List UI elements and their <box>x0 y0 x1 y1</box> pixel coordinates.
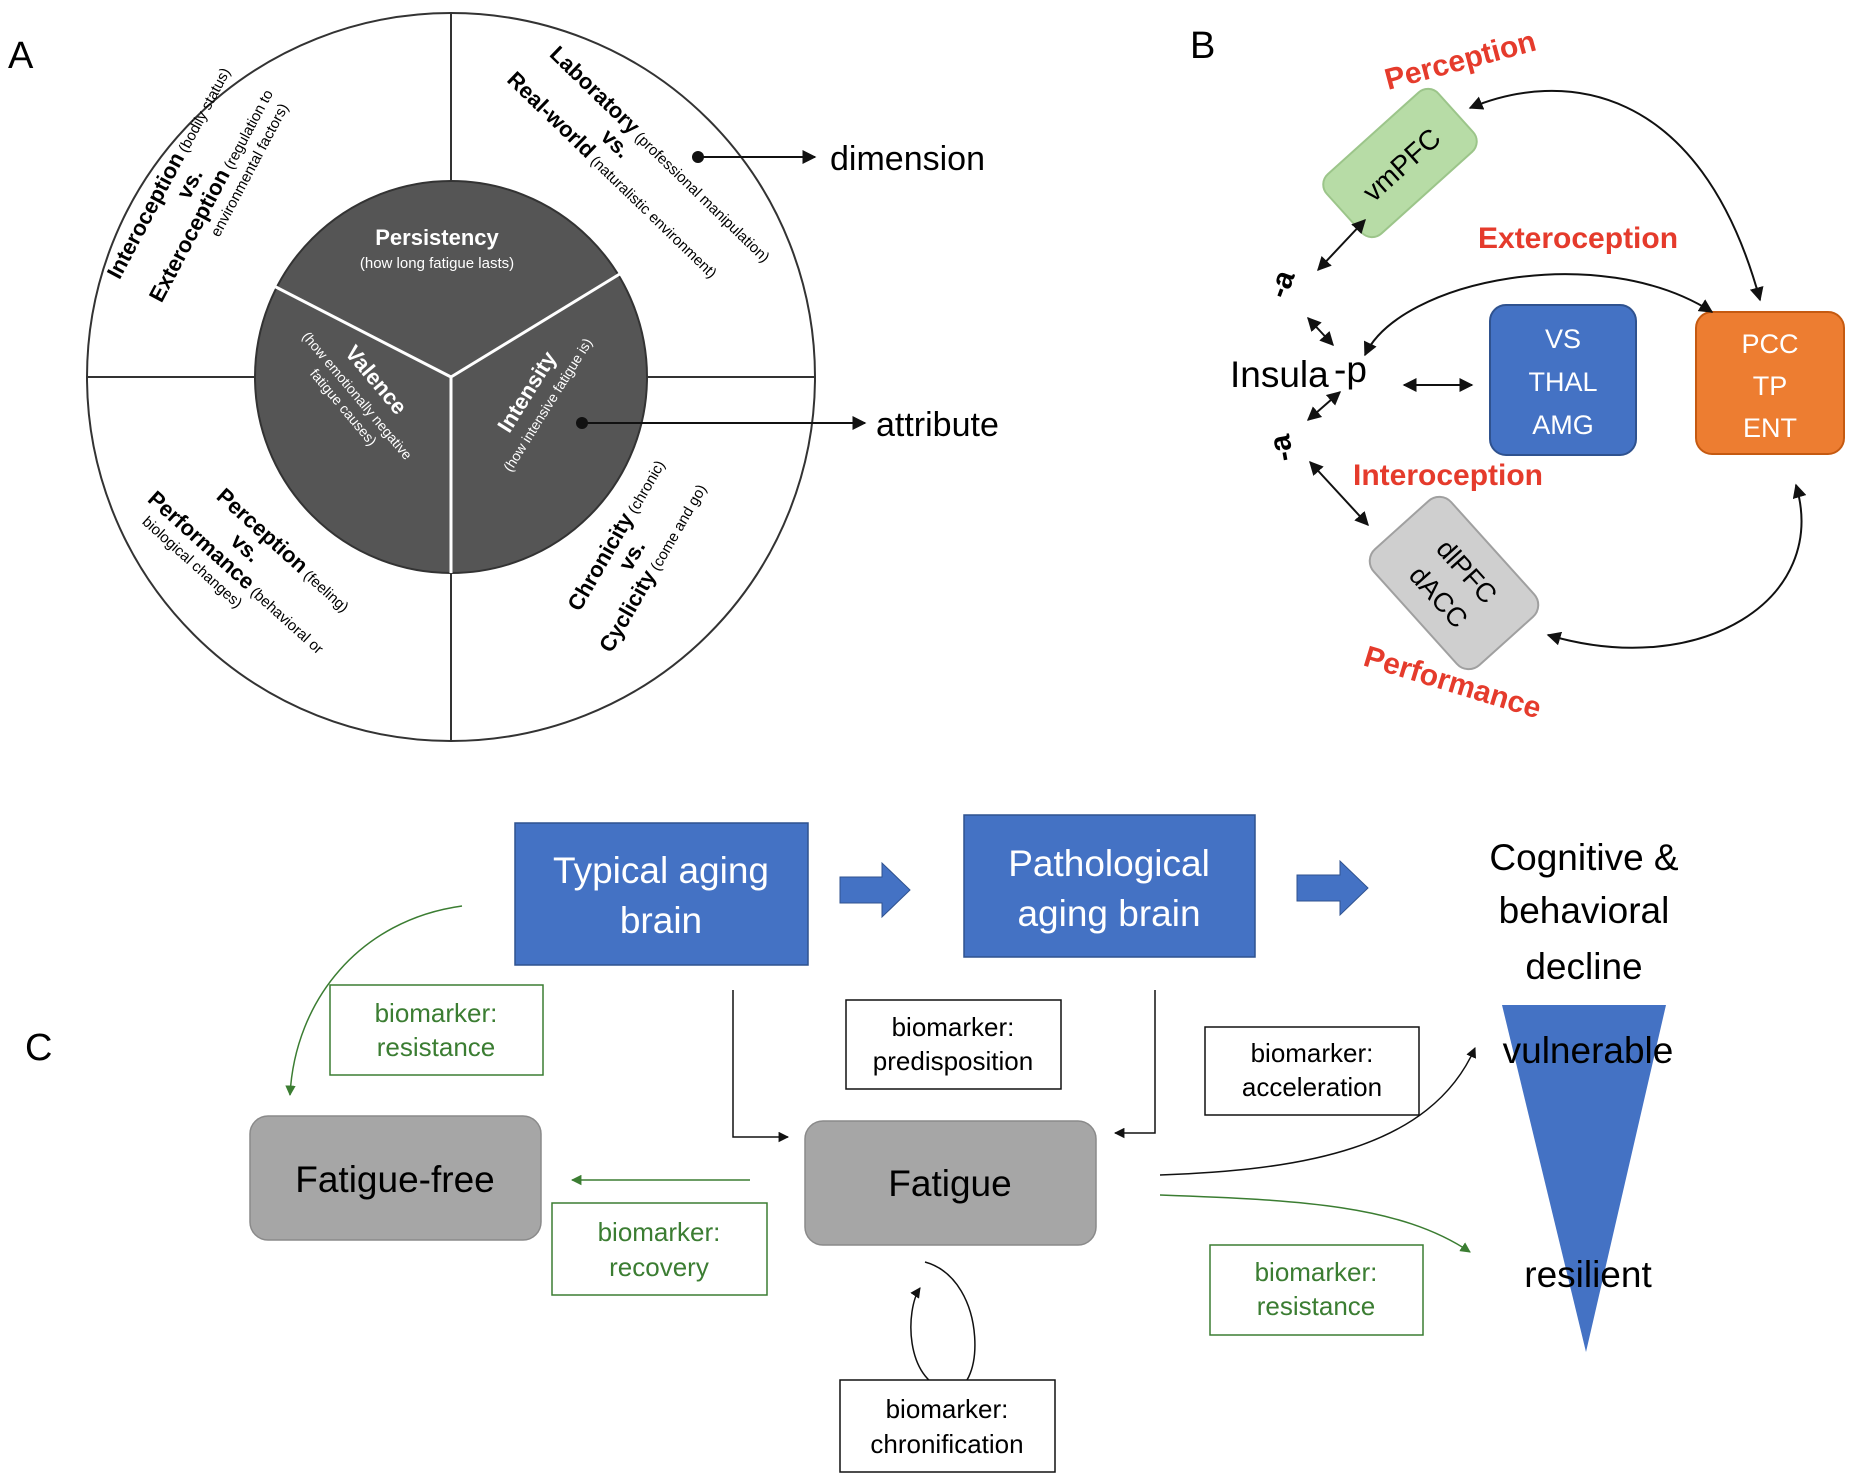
dimension-label: dimension <box>830 140 985 178</box>
prefrontal-box <box>1368 495 1540 671</box>
arrow-insula-prefrontal <box>1309 460 1369 527</box>
vulnerable-label: vulnerable <box>1503 1030 1674 1071</box>
subcortical-line-1: VS <box>1545 324 1581 354</box>
insula-p-label: -p <box>1334 349 1367 390</box>
posterior-line-2: TP <box>1753 371 1788 401</box>
typical-aging-line-1: Typical aging <box>553 850 769 891</box>
biomarker-acceleration-line-2: acceleration <box>1242 1072 1382 1102</box>
insula-a-bottom: -a <box>1263 432 1300 464</box>
perception-red-label: Perception <box>1381 25 1539 97</box>
biomarker-recovery-line-1: biomarker: <box>598 1217 721 1247</box>
biomarker-recovery-line-2: recovery <box>609 1252 709 1282</box>
exteroception-red-label: Exteroception <box>1478 222 1678 255</box>
fatigue-free-label: Fatigue-free <box>295 1159 495 1200</box>
decline-line-2: behavioral <box>1499 890 1670 931</box>
typical-aging-box <box>514 822 809 966</box>
biomarker-resistance-top-line-1: biomarker: <box>375 998 498 1028</box>
fatigue-box <box>804 1120 1097 1246</box>
biomarker-predisposition-box <box>845 999 1062 1090</box>
pathological-aging-box <box>963 814 1256 958</box>
fatigue-free-box <box>249 1115 542 1241</box>
posterior-line-1: PCC <box>1741 329 1798 359</box>
biomarker-resistance-bottom-box <box>1209 1244 1424 1336</box>
subcortical-line-3: AMG <box>1532 410 1594 440</box>
prefrontal-node: dlPFC dACC <box>1368 495 1540 671</box>
insula-a-top: -a <box>1262 266 1302 303</box>
attribute-label: attribute <box>876 406 999 444</box>
arrow-typical-to-fatigue-free <box>285 905 463 1097</box>
panel-a-wheel <box>86 12 816 742</box>
fatigue-label: Fatigue <box>888 1163 1011 1204</box>
arrow-typical-to-fatigue <box>732 990 790 1143</box>
arrow-insula-a-p-top <box>1307 316 1334 347</box>
arrow-fatigue-to-vulnerable <box>1159 1047 1476 1176</box>
panel-b-arrows <box>1306 89 1807 649</box>
biomarker-chronification-box <box>839 1379 1056 1473</box>
vmpfc-node: vmPFC <box>1322 87 1478 239</box>
decline-line-1: Cognitive & <box>1489 837 1679 878</box>
biomarker-resistance-top-box <box>329 984 544 1076</box>
arrow-fatigue-self-loop <box>910 1261 976 1392</box>
biomarker-acceleration-box <box>1204 1026 1420 1116</box>
typical-aging-line-2: brain <box>620 900 702 941</box>
inner-divider-left <box>269 282 452 379</box>
posterior-box <box>1695 311 1845 455</box>
panel-label-a: A <box>8 35 34 77</box>
resilient-label: resilient <box>1524 1254 1652 1295</box>
arrow-insula-a-p-bottom <box>1306 391 1342 421</box>
posterior-line-3: ENT <box>1743 413 1797 443</box>
decline-line-3: decline <box>1525 946 1642 987</box>
pathological-aging-line-1: Pathological <box>1008 843 1210 884</box>
biomarker-recovery-box <box>551 1202 768 1296</box>
insula-label: Insula <box>1230 354 1329 395</box>
block-arrow-1 <box>839 861 911 919</box>
biomarker-acceleration-line-1: biomarker: <box>1251 1038 1374 1068</box>
panel-label-c: C <box>25 1027 52 1069</box>
persistency-title: Persistency <box>375 225 499 250</box>
arrow-prefrontal-posterior <box>1546 483 1807 649</box>
vmpfc-box <box>1322 87 1478 239</box>
persistency-desc: (how long fatigue lasts) <box>360 255 514 272</box>
arrow-vmpfc-posterior <box>1468 89 1764 302</box>
arrow-insula-vmpfc <box>1317 218 1366 272</box>
panel-c-arrows <box>285 905 1476 1392</box>
pathological-aging-line-2: aging brain <box>1017 893 1200 934</box>
biomarker-chronification-line-2: chronification <box>870 1429 1023 1459</box>
biomarker-resistance-bottom-line-2: resistance <box>1257 1291 1376 1321</box>
block-arrow-2 <box>1296 859 1369 917</box>
vulnerability-triangle <box>1502 1005 1666 1352</box>
biomarker-chronification-line-1: biomarker: <box>886 1394 1009 1424</box>
interoception-red-label: Interoception <box>1353 459 1543 492</box>
arrow-pathological-to-fatigue <box>1113 990 1156 1139</box>
panel-label-b: B <box>1190 25 1215 67</box>
biomarker-predisposition-line-2: predisposition <box>873 1046 1033 1076</box>
biomarker-predisposition-line-1: biomarker: <box>892 1012 1015 1042</box>
biomarker-resistance-top-line-2: resistance <box>377 1032 496 1062</box>
inner-divider-right <box>450 270 624 379</box>
subcortical-line-2: THAL <box>1528 367 1597 397</box>
arrow-fatigue-to-resilient <box>1159 1194 1471 1253</box>
arrow-insula-posterior <box>1364 273 1714 357</box>
biomarker-resistance-bottom-line-1: biomarker: <box>1255 1257 1378 1287</box>
